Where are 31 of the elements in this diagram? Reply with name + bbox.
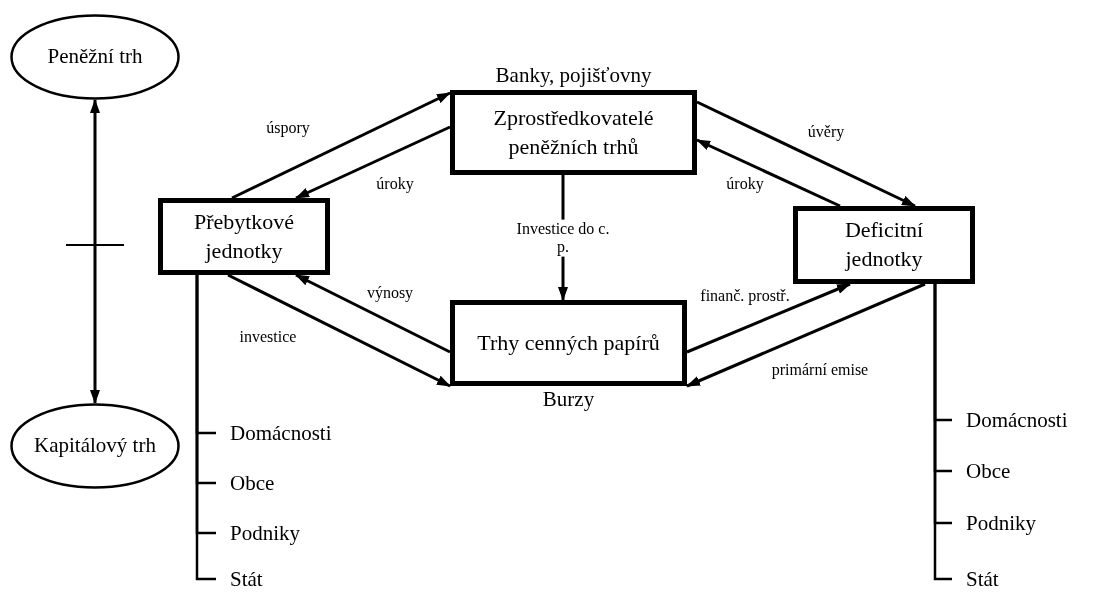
list-item-label: Podniky [966,512,1036,534]
list-item-label: Stát [230,568,263,590]
node-label: Zprostředkovatelé peněžních trhů [492,103,655,161]
process-box [158,198,330,275]
node-label: Peněžní trh [46,44,144,70]
connector-line [933,284,952,581]
list-item-label: Stát [966,568,999,590]
list-item-label: Obce [966,460,1011,482]
node-label: Deficitní jednotky [843,216,925,273]
arrow [231,91,451,200]
arrow [696,138,841,208]
node-caption: Banky, pojišťovny [495,65,652,86]
node-label: Přebytkové jednotky [192,207,296,265]
node-label: Kapitálový trh [33,433,157,459]
list-item-label: Podniky [230,522,300,544]
arrow [686,282,926,388]
ellipse-node [10,14,180,100]
connector-line [195,275,216,581]
process-box [793,206,975,284]
arrow [295,125,451,200]
arrow [696,100,916,208]
list-item-label: Obce [230,472,275,494]
arrow [295,273,451,354]
ellipse-node [10,403,180,489]
arrow [686,282,851,354]
arrow [227,273,451,388]
list-item-label: Domácnosti [230,422,332,444]
node-caption: Burzy [542,389,595,410]
node-label: Trhy cenných papírů [476,328,661,357]
list-item-label: Domácnosti [966,409,1068,431]
arrow [90,99,100,404]
